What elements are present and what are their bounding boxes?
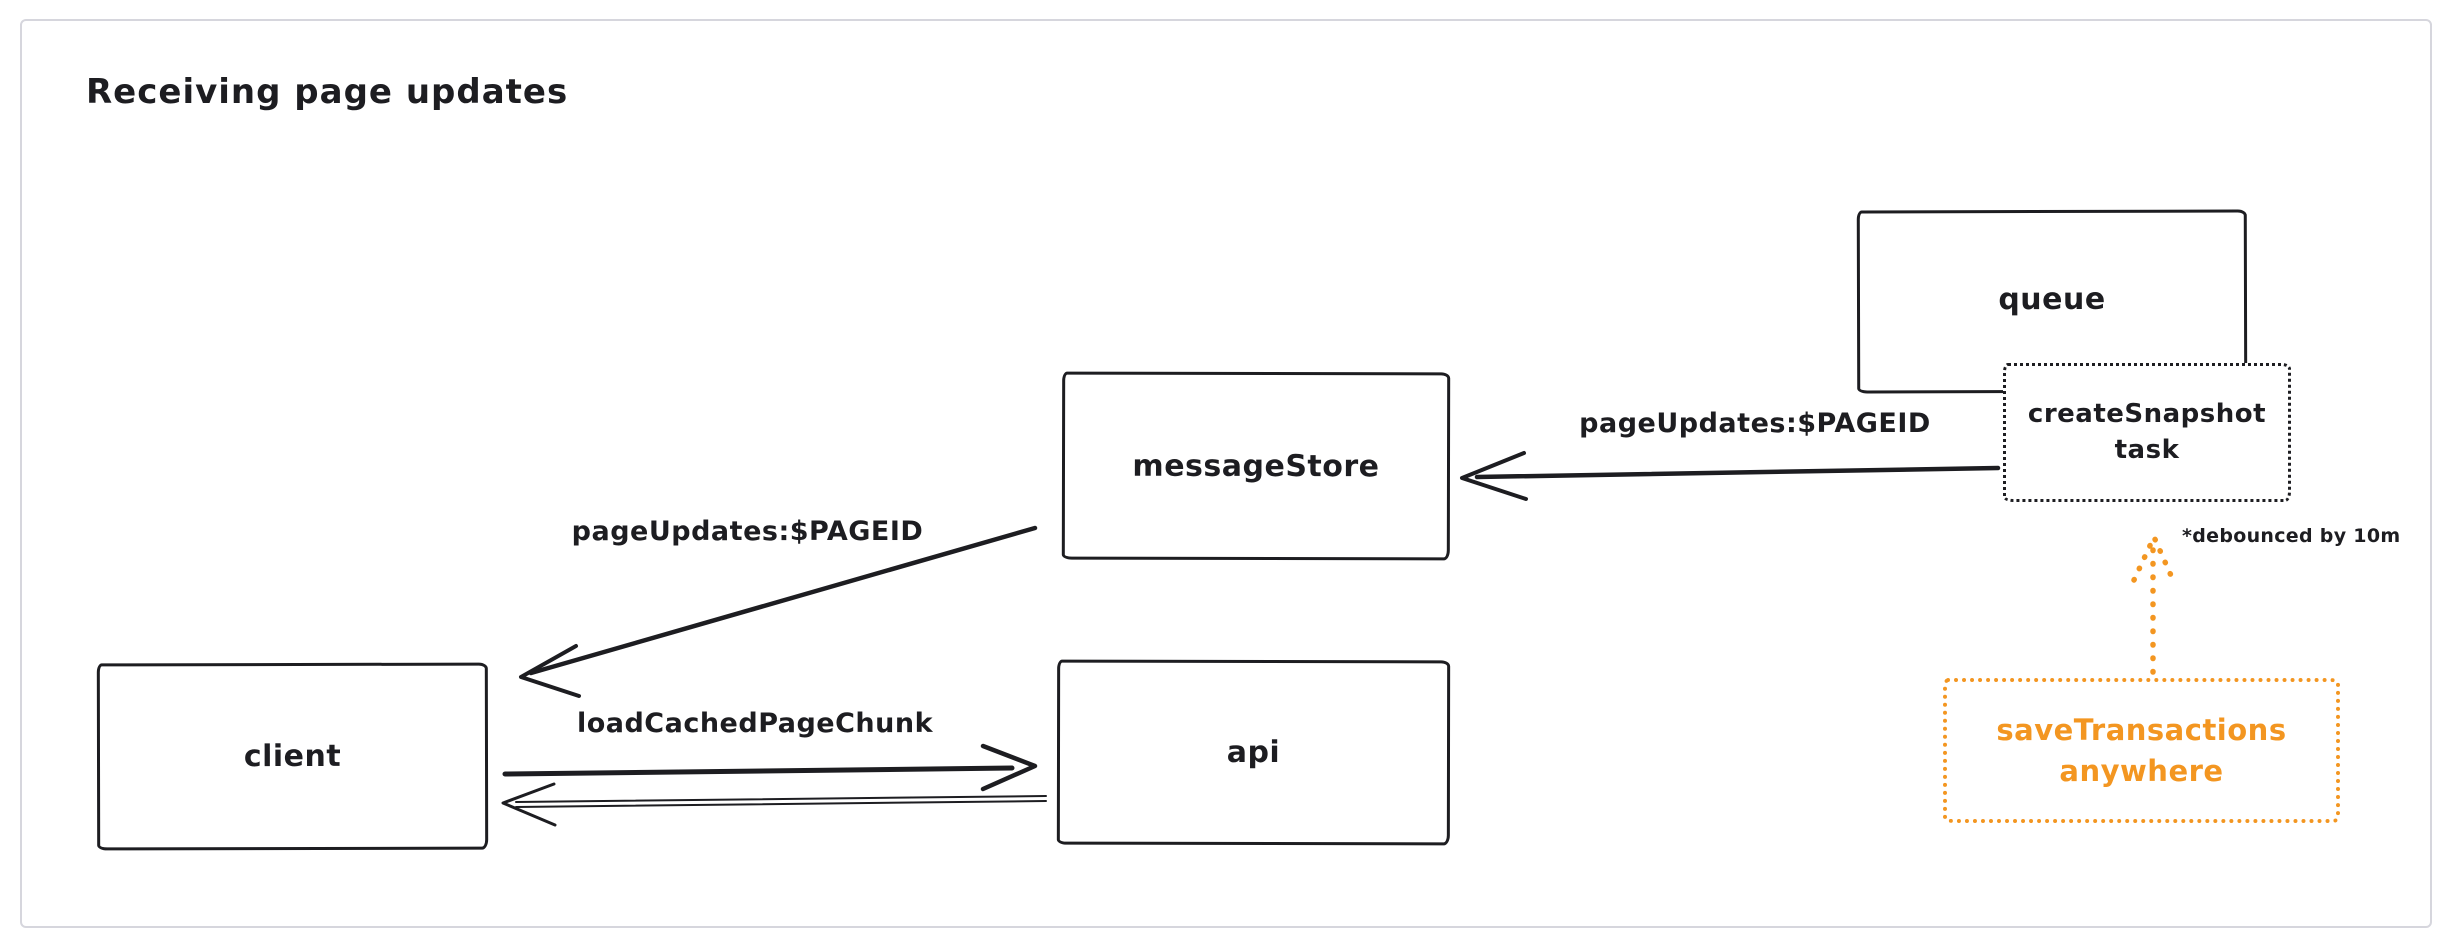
node-queue-label: queue (1998, 281, 2106, 318)
node-save-transactions-label: saveTransactions anywhere (1996, 712, 2287, 788)
node-api-label: api (1226, 734, 1281, 771)
node-message-store-label: messageStore (1132, 448, 1380, 484)
node-api: api (1056, 659, 1451, 846)
debounced-note: *debounced by 10m (2182, 525, 2401, 547)
node-client-label: client (243, 738, 342, 775)
edge-label-client-to-api: loadCachedPageChunk (576, 708, 934, 739)
node-message-store: messageStore (1061, 371, 1451, 561)
node-save-transactions: saveTransactions anywhere (1943, 678, 2340, 823)
edge-label-messagestore-to-client: pageUpdates:$PAGEID (571, 516, 924, 547)
node-create-snapshot-task: createSnapshot task (2003, 363, 2291, 502)
node-client: client (96, 662, 489, 851)
node-create-snapshot-task-label: createSnapshot task (2027, 399, 2267, 465)
diagram-title: Receiving page updates (86, 72, 569, 112)
edge-label-task-to-messagestore: pageUpdates:$PAGEID (1579, 408, 1931, 439)
